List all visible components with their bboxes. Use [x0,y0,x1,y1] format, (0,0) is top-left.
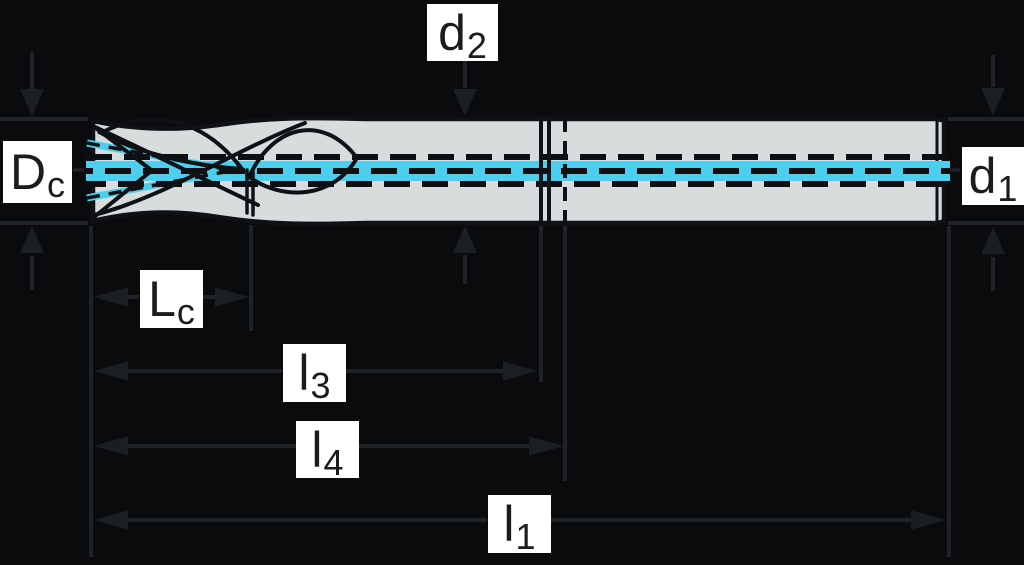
label-d1-main: d [968,148,997,204]
label-d2-main: d [438,4,466,61]
label-d1-sub: 1 [997,168,1018,209]
dimension-arrowheads [20,88,1005,530]
label-l4-sub: 4 [323,441,344,483]
centerline [86,139,950,202]
dimension-lines [0,52,1024,557]
shank-joint-lines [539,116,567,226]
label-l3-main: l [298,345,310,401]
label-d2-sub: 2 [466,24,487,66]
label-Lc-main: L [148,271,176,327]
label-Dc-sub: c [47,164,66,205]
label-l3-sub: 3 [310,365,331,406]
label-Dc-main: D [9,144,47,200]
flute-lines [91,117,360,220]
label-l1-sub: 1 [515,516,536,557]
label-l1-main: l [503,496,515,552]
label-l4-main: l [311,421,323,478]
label-Lc-sub: c [176,291,195,332]
